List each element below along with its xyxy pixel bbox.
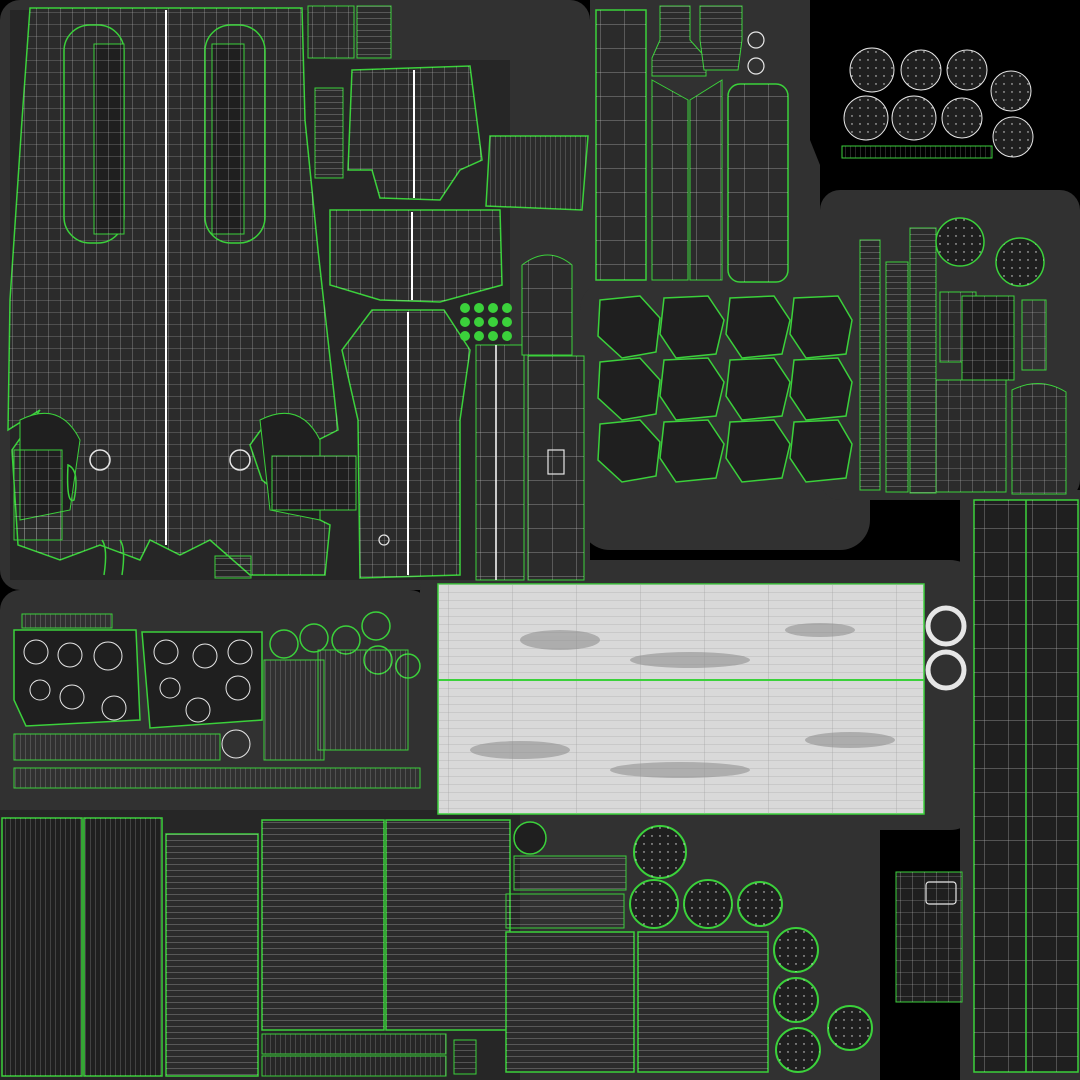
uv-island-light-panel bbox=[437, 583, 967, 815]
uv-island-top-strips bbox=[307, 5, 392, 179]
torso-patch-left bbox=[13, 449, 63, 541]
uv-island-top-panels bbox=[595, 5, 789, 283]
uv-island-bottom-right-cluster bbox=[895, 871, 963, 1003]
uv-island-torso bbox=[7, 7, 357, 579]
uv-island-columns bbox=[460, 254, 585, 581]
uv-island-right-long-strip bbox=[973, 499, 1079, 1073]
torso-cutout-right bbox=[204, 24, 266, 244]
uv-island-right-cluster bbox=[859, 217, 1067, 495]
uv-island-mechanical-left bbox=[13, 611, 421, 789]
uv-island-bottom-panels bbox=[1, 817, 769, 1077]
uv-island-garment-center bbox=[329, 65, 589, 579]
uv-island-octagons bbox=[597, 295, 853, 483]
uv-island-wheel-sheet bbox=[810, 0, 1080, 190]
green-bolt-cluster bbox=[460, 303, 512, 341]
uv-island-bottom-wheels bbox=[629, 825, 873, 1073]
